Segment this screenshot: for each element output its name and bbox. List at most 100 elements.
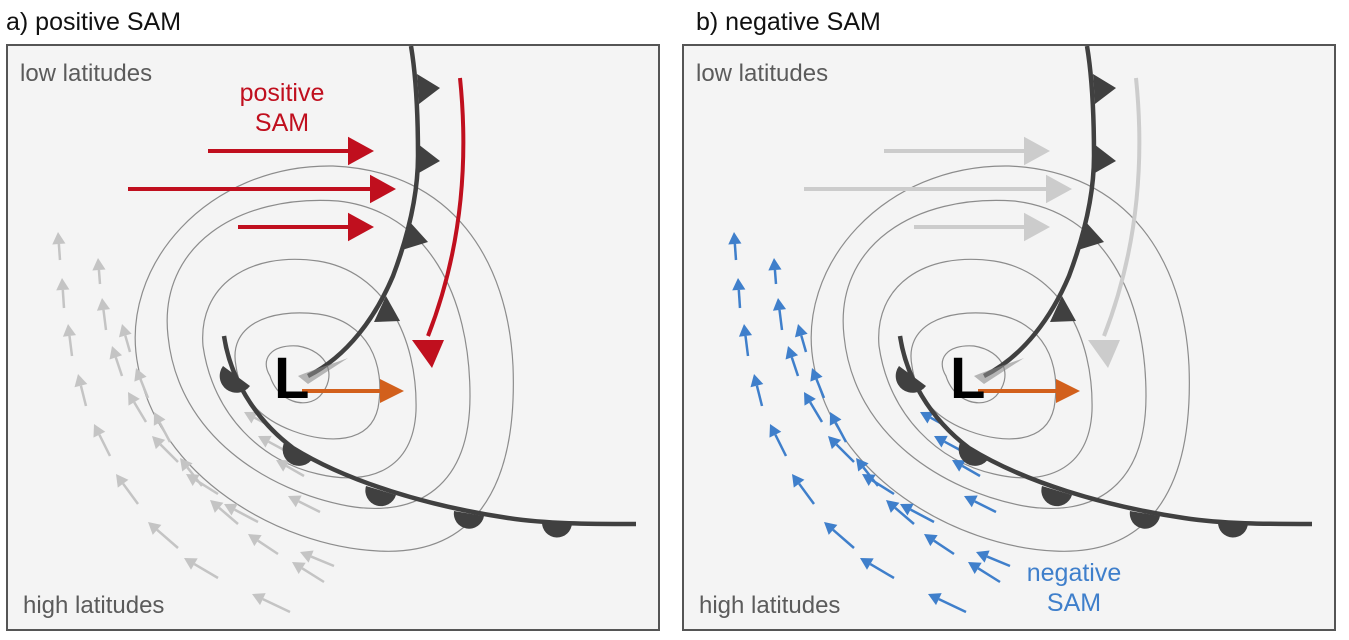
wind-arrow-head-icon bbox=[772, 298, 787, 311]
wind-arrow-head-icon bbox=[210, 500, 224, 513]
wind-arrow-shaft bbox=[986, 555, 1011, 568]
wind-arrow-shaft bbox=[68, 335, 74, 357]
cold-front-triangle-icon bbox=[417, 74, 440, 104]
high-latitudes-label: high latitudes bbox=[699, 592, 841, 619]
wind-arrow-shaft bbox=[262, 598, 291, 614]
isobars bbox=[134, 165, 514, 552]
wind-arrow-head-icon bbox=[794, 324, 808, 338]
wind-arrow-shaft bbox=[156, 528, 179, 549]
warm-front-semicircle-icon bbox=[541, 522, 572, 538]
wind-arrow-shaft bbox=[798, 482, 816, 505]
panel-b-title: b) negative SAM bbox=[696, 8, 881, 36]
wind-arrow-shaft bbox=[834, 421, 848, 443]
low-pressure-symbol: L bbox=[274, 346, 310, 411]
wind-arrow-shaft bbox=[869, 563, 895, 580]
sam-label-line2: SAM bbox=[254, 109, 310, 137]
wind-arrow-head-icon bbox=[768, 258, 782, 271]
wind-arrow-shaft bbox=[97, 269, 102, 285]
wind-arrow-shaft bbox=[894, 506, 915, 525]
wind-arrow-shaft bbox=[835, 443, 855, 463]
wind-arrow-head-icon bbox=[1024, 212, 1050, 242]
panel-b-diagram bbox=[728, 46, 1313, 614]
wind-arrow-head-icon bbox=[300, 550, 314, 563]
wind-arrow-shaft bbox=[139, 378, 150, 399]
warm-front-semicircle-icon bbox=[282, 441, 313, 466]
wind-arrow-shaft bbox=[961, 464, 981, 478]
low-latitudes-label: low latitudes bbox=[20, 60, 153, 87]
sam-label-line2: SAM bbox=[1046, 589, 1102, 617]
wind-arrow-head-icon bbox=[292, 562, 306, 574]
wind-arrow-head-icon bbox=[829, 412, 842, 426]
high-latitude-wind-arrows bbox=[728, 232, 1011, 614]
wind-arrow-head-icon bbox=[856, 458, 869, 472]
wind-arrow-shaft bbox=[98, 434, 112, 457]
curved-southward-arrow bbox=[426, 77, 466, 337]
wind-arrow-head-icon bbox=[258, 435, 272, 448]
motion-arrow-head-icon bbox=[1056, 379, 1080, 403]
wind-arrow-shaft bbox=[102, 309, 108, 331]
wind-arrow-shaft bbox=[778, 309, 784, 331]
wind-arrow-head-icon bbox=[153, 412, 166, 426]
curved-southward-arrow bbox=[1102, 77, 1142, 337]
curved-arrow-head-icon bbox=[412, 340, 444, 368]
wind-arrow-shaft bbox=[974, 500, 997, 514]
wind-arrow-shaft bbox=[790, 356, 800, 377]
wind-arrow-shaft bbox=[755, 385, 764, 407]
low-latitudes-label: low latitudes bbox=[696, 60, 829, 87]
wind-arrow-head-icon bbox=[224, 503, 238, 516]
warm-front-semicircle-icon bbox=[453, 511, 484, 529]
wind-arrow-shaft bbox=[298, 500, 321, 514]
wind-arrow-shaft bbox=[267, 440, 285, 452]
wind-arrow-shaft bbox=[61, 289, 66, 309]
wind-arrow-head-icon bbox=[792, 474, 805, 488]
cold-front bbox=[974, 46, 1116, 384]
warm-front-semicircle-icon bbox=[219, 366, 250, 393]
curved-arrow-head-icon bbox=[1088, 340, 1120, 368]
wind-arrow-shaft bbox=[774, 434, 788, 457]
cold-front-triangle-icon bbox=[402, 221, 428, 250]
wind-arrow-head-icon bbox=[348, 212, 374, 242]
wind-arrow-shaft bbox=[773, 269, 778, 285]
positive-sam-label: positive SAM bbox=[222, 78, 342, 138]
wind-arrow-head-icon bbox=[93, 424, 106, 438]
wind-arrow-head-icon bbox=[804, 392, 816, 406]
wind-arrow-head-icon bbox=[252, 593, 266, 606]
panel-a-title: a) positive SAM bbox=[6, 8, 182, 36]
wind-arrow-head-icon bbox=[828, 436, 842, 450]
cold-front-triangle-icon bbox=[1093, 144, 1116, 174]
wind-arrow-head-icon bbox=[184, 558, 198, 570]
wind-arrow-head-icon bbox=[952, 460, 966, 472]
warm-front bbox=[219, 335, 637, 538]
wind-arrow-head-icon bbox=[152, 436, 166, 450]
wind-arrow-shaft bbox=[977, 567, 1001, 584]
wind-arrow-shaft bbox=[733, 243, 738, 261]
wind-arrow-head-icon bbox=[976, 550, 990, 563]
midlatitude-wind-arrows bbox=[128, 136, 396, 242]
warm-front-semicircle-icon bbox=[1041, 486, 1072, 507]
wind-arrow-shaft bbox=[122, 482, 140, 505]
wind-arrow-head-icon bbox=[128, 392, 140, 406]
wind-arrow-shaft bbox=[257, 539, 279, 556]
wind-arrow-shaft bbox=[938, 598, 967, 614]
wind-arrow-head-icon bbox=[134, 368, 147, 382]
wind-arrow-shaft bbox=[218, 506, 239, 525]
wind-arrow-head-icon bbox=[62, 324, 77, 337]
warm-front bbox=[895, 335, 1313, 538]
wind-arrow-shaft bbox=[186, 466, 203, 487]
wind-arrow-shaft bbox=[862, 466, 879, 487]
wind-arrow-head-icon bbox=[785, 346, 799, 360]
wind-arrow-head-icon bbox=[769, 424, 782, 438]
wind-arrow-head-icon bbox=[964, 495, 978, 508]
wind-arrow-head-icon bbox=[92, 258, 106, 271]
wind-arrow-head-icon bbox=[248, 534, 262, 547]
wind-arrow-shaft bbox=[301, 567, 325, 584]
wind-arrow-shaft bbox=[933, 539, 955, 556]
wind-arrow-head-icon bbox=[824, 522, 838, 535]
wind-arrow-head-icon bbox=[244, 411, 258, 424]
wind-arrow-head-icon bbox=[860, 558, 874, 570]
wind-arrow-head-icon bbox=[96, 298, 111, 311]
motion-arrow-head-icon bbox=[380, 379, 404, 403]
wind-arrow-shaft bbox=[158, 421, 172, 443]
panel-positive-sam: L low latitudes high latitudes positive … bbox=[6, 44, 660, 631]
low-pressure-symbol: L bbox=[950, 346, 986, 411]
